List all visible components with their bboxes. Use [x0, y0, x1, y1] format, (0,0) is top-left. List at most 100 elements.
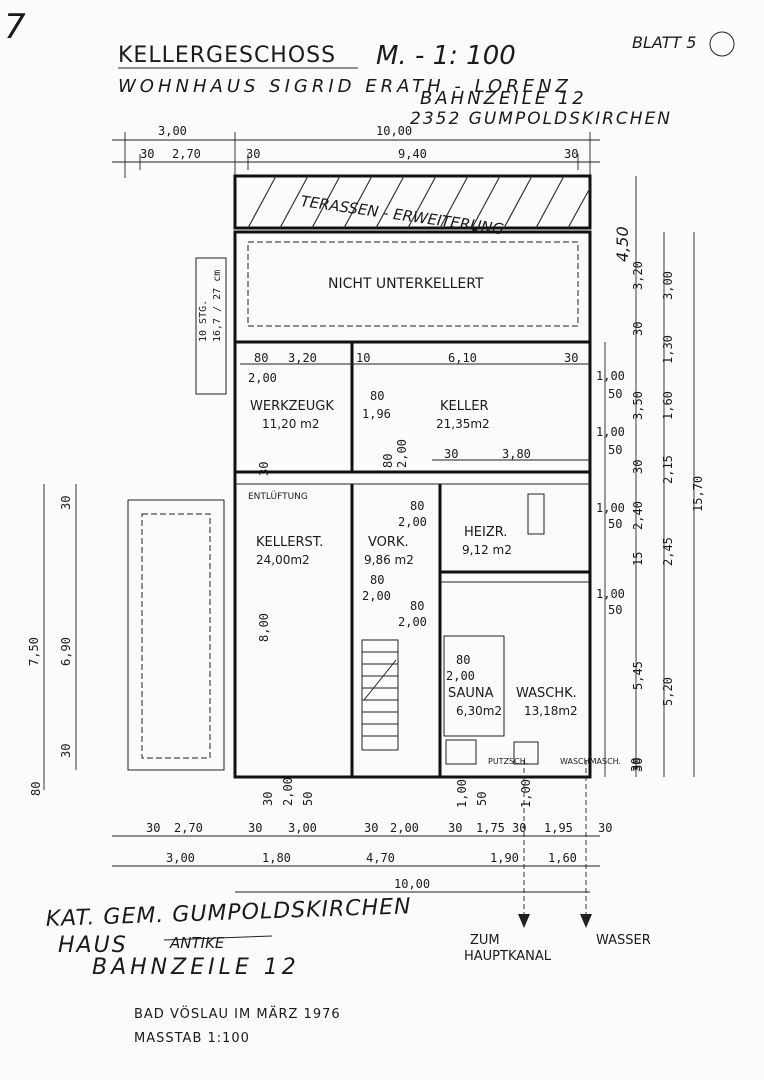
dim-e1: 3,00 [166, 851, 195, 865]
dim-c5: 30 [364, 821, 378, 835]
dim-right-r18: 15 [631, 552, 645, 566]
left-annex: 10 STG. 16,7 / 27 cm [127, 257, 227, 771]
dim-c11: 30 [598, 821, 612, 835]
dim-top-7: 30 [564, 147, 578, 161]
dim-c3: 30 [248, 821, 262, 835]
dim-right-r4: 30 [631, 322, 645, 336]
sheet-number-circle [709, 31, 735, 57]
dim-right-r6: 1,30 [661, 335, 675, 364]
inner-dimensions: 80 3,20 10 6,10 30 2,00 80 1,96 80 2,00 … [240, 351, 590, 683]
washing-machine [513, 741, 539, 765]
dim-e4: 1,90 [490, 851, 519, 865]
dim-top-5: 30 [246, 147, 260, 161]
dim-top-2: 10,00 [376, 124, 412, 138]
right-dimension-chain: 4,50 3,20 3,00 30 1,00 1,30 50 3,50 1,60… [596, 176, 705, 777]
dim-b2: 2,00 [281, 777, 295, 806]
footer-scale: MASSTAB 1:100 [134, 1031, 250, 1046]
dim-in-e: 30 [564, 351, 578, 365]
cadastral-line-2: HAUS [58, 933, 128, 958]
canal-label-1: ZUM [470, 933, 500, 948]
dim-in-n: 2,00 [398, 515, 427, 529]
left-dimension-chain: 30 6,90 7,50 30 80 [27, 484, 77, 796]
dim-right-r9: 1,60 [661, 391, 675, 420]
boiler [527, 493, 545, 535]
dim-total: 10,00 [394, 877, 430, 891]
dim-right-r16: 50 [608, 517, 622, 531]
vestibule-name: VORK. [368, 535, 409, 550]
dim-c7: 30 [448, 821, 462, 835]
dim-e3: 4,70 [366, 851, 395, 865]
vestibule-area: 9,86 m2 [364, 553, 414, 567]
utility-lines [518, 760, 592, 928]
dim-top-4: 2,70 [172, 147, 201, 161]
dim-in-b: 3,20 [288, 351, 317, 365]
dim-c10: 1,95 [544, 821, 573, 835]
dim-right-r2: 3,20 [631, 261, 645, 290]
dim-top-3: 30 [140, 147, 154, 161]
dim-top-1: 3,00 [158, 124, 187, 138]
dim-in-o: 80 [370, 573, 384, 587]
staircase [361, 639, 399, 751]
dim-in-i: 80 [381, 454, 395, 468]
dim-right-r8: 3,50 [631, 391, 645, 420]
dim-c9: 30 [512, 821, 526, 835]
dim-in-f: 2,00 [248, 371, 277, 385]
dim-in-a: 80 [254, 351, 268, 365]
sauna-name: SAUNA [448, 686, 494, 701]
page-mark: 7 [4, 7, 26, 47]
address-street: BAHNZEILE 12 [420, 88, 587, 109]
cadastral-line-1: KAT. GEM. GUMPOLDSKIRCHEN [45, 894, 412, 932]
not-basement-label: NICHT UNTERKELLERT [328, 276, 484, 292]
heating-area: 9,12 m2 [462, 543, 512, 557]
dim-left-l1: 30 [59, 496, 73, 510]
heating-name: HEIZR. [464, 525, 507, 540]
washer-label: WASCHMASCH. [560, 757, 621, 766]
top-dimension-chain: 3,00 10,00 30 2,70 30 9,40 30 [112, 124, 600, 178]
address-city: 2352 GUMPOLDSKIRCHEN [410, 109, 672, 129]
laundry-name: WASCHK. [516, 686, 577, 701]
dim-right-r15: 15,70 [691, 476, 705, 512]
dim-right-r24: 30 [631, 758, 645, 772]
terrace-extension: TERASSEN - ERWEITERUNG [233, 174, 592, 238]
sauna-area: 6,30m2 [456, 704, 502, 718]
cadastral-struck-word: ANTIKE [169, 934, 225, 952]
water-label: WASSER [596, 933, 651, 948]
sheet-title: KELLERGESCHOSS [118, 43, 336, 68]
owner-line: WOHNHAUS SIGRID ERATH - LORENZ [118, 76, 572, 97]
dim-right-r17: 2,40 [631, 501, 645, 530]
canal-label-2: HAUPTKANAL [464, 949, 552, 964]
storage-area: 24,00m2 [256, 553, 310, 567]
dim-c2: 2,70 [174, 821, 203, 835]
dim-left-l5: 80 [29, 782, 43, 796]
dim-right-r12: 30 [631, 460, 645, 474]
bottom-dimension-chain: 30 2,70 30 3,00 30 2,00 30 1,75 30 1,95 … [112, 821, 612, 893]
stair-rise: 16,7 / 27 cm [212, 270, 223, 342]
dim-in-d: 6,10 [448, 351, 477, 365]
dim-right-r7: 50 [608, 387, 622, 401]
dim-right-r11: 50 [608, 443, 622, 457]
strike-through-line [163, 935, 273, 941]
dim-in-u: 30 [257, 462, 271, 476]
dim-e5: 1,60 [548, 851, 577, 865]
sauna-bench [445, 739, 477, 765]
dim-right-r1: 4,50 [613, 226, 632, 262]
dim-in-r: 2,00 [398, 615, 427, 629]
dim-e2: 1,80 [262, 851, 291, 865]
dim-in-k: 30 [444, 447, 458, 461]
cadastral-line-3: BAHNZEILE 12 [92, 955, 300, 980]
dim-in-p: 2,00 [362, 589, 391, 603]
sheet-number: BLATT 5 [632, 33, 696, 52]
place-date: BAD VÖSLAU IM MÄRZ 1976 [134, 1005, 341, 1022]
dim-in-l: 3,80 [502, 447, 531, 461]
workshop-name: WERKZEUGK [250, 399, 334, 414]
ventilation-label: ENTLÜFTUNG [248, 491, 308, 502]
dim-in-h: 1,96 [362, 407, 391, 421]
dim-right-r19: 2,45 [661, 537, 675, 566]
dim-in-t: 2,00 [446, 669, 475, 683]
cellar-area: 21,35m2 [436, 417, 490, 431]
dim-right-r22: 5,45 [631, 661, 645, 690]
workshop-area: 11,20 m2 [262, 417, 320, 431]
dim-in-m: 80 [410, 499, 424, 513]
dim-b3: 50 [301, 792, 315, 806]
